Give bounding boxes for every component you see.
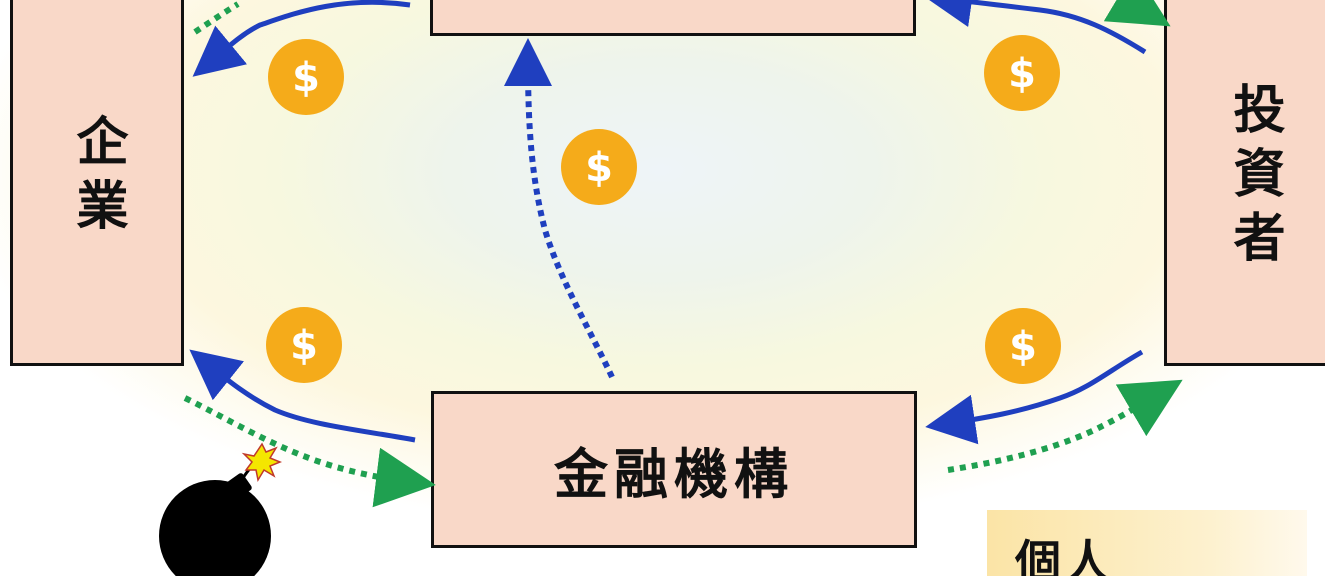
coin-symbol: $	[585, 145, 613, 191]
coin-symbol: $	[290, 323, 318, 369]
money-flow-investor-to-top	[922, 0, 1147, 55]
individual-label: 個人	[987, 510, 1307, 576]
bomb-icon	[159, 442, 283, 576]
investor-box: 投資者	[1164, 0, 1325, 366]
dollar-coin-icon: $	[561, 129, 637, 205]
coin-symbol: $	[1009, 324, 1037, 370]
credit-flow-top-to-investor	[1103, 0, 1171, 27]
company-box: 企業	[10, 0, 184, 366]
spark-icon	[241, 442, 283, 483]
dollar-coin-icon: $	[266, 307, 342, 383]
money-flow-top-to-company	[192, 0, 411, 77]
credit-flow-company-to-fi	[183, 395, 436, 508]
financial-institution-label: 金融機構	[554, 443, 794, 506]
credit-flow-fi-to-investor	[947, 379, 1183, 473]
money-flow-fi-to-top	[504, 38, 615, 379]
coin-symbol: $	[292, 55, 320, 101]
company-label: 企業	[67, 114, 127, 242]
money-flow-investor-to-fi	[925, 349, 1144, 445]
dollar-coin-icon: $	[268, 39, 344, 115]
financial-institution-box: 金融機構	[431, 391, 917, 548]
top-box	[430, 0, 916, 36]
money-flow-fi-to-company	[189, 349, 416, 443]
credit-flow-company-to-top	[193, 1, 240, 35]
dollar-coin-icon: $	[984, 35, 1060, 111]
coin-symbol: $	[1008, 51, 1036, 97]
dollar-coin-icon: $	[985, 308, 1061, 384]
investor-label: 投資者	[1224, 82, 1284, 274]
